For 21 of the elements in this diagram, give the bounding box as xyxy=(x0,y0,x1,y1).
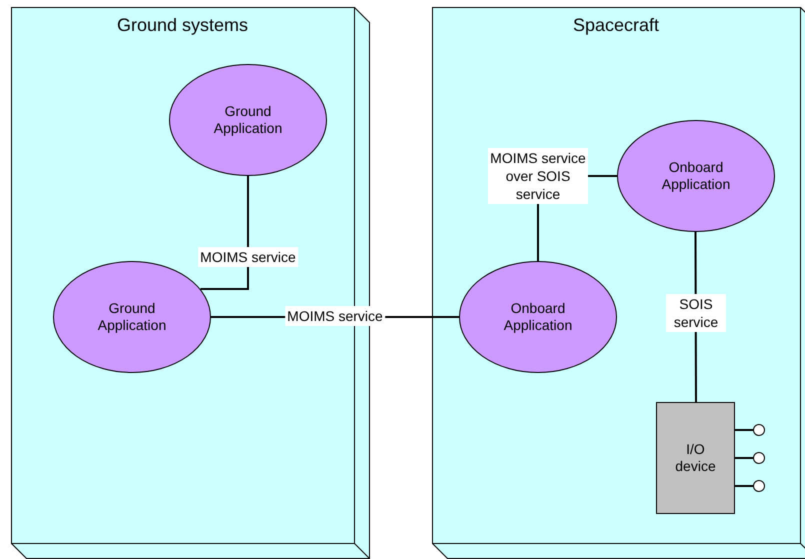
edge-label: MOIMS service xyxy=(285,306,385,326)
application-ellipse xyxy=(617,120,775,232)
node-label: Onboard Application xyxy=(660,159,732,193)
node-label: I/O device xyxy=(674,441,717,475)
box-title: Spacecraft xyxy=(572,15,660,36)
device-box xyxy=(656,402,735,514)
node-label: Ground Application xyxy=(212,103,284,137)
edge-label: SOIS service xyxy=(666,294,726,332)
system-box xyxy=(432,7,805,559)
connector-line xyxy=(735,457,753,459)
connector-line xyxy=(735,429,753,431)
application-ellipse xyxy=(53,261,211,373)
connector-line xyxy=(200,176,249,290)
application-ellipse xyxy=(459,261,617,373)
node-label: Ground Application xyxy=(96,300,168,334)
edge-label: MOIMS service over SOIS service xyxy=(488,148,588,204)
node-label: Onboard Application xyxy=(502,300,574,334)
connector-line xyxy=(735,485,753,487)
box-title: Ground systems xyxy=(116,15,250,36)
edge-label: MOIMS service xyxy=(198,247,298,267)
application-ellipse xyxy=(169,64,327,176)
